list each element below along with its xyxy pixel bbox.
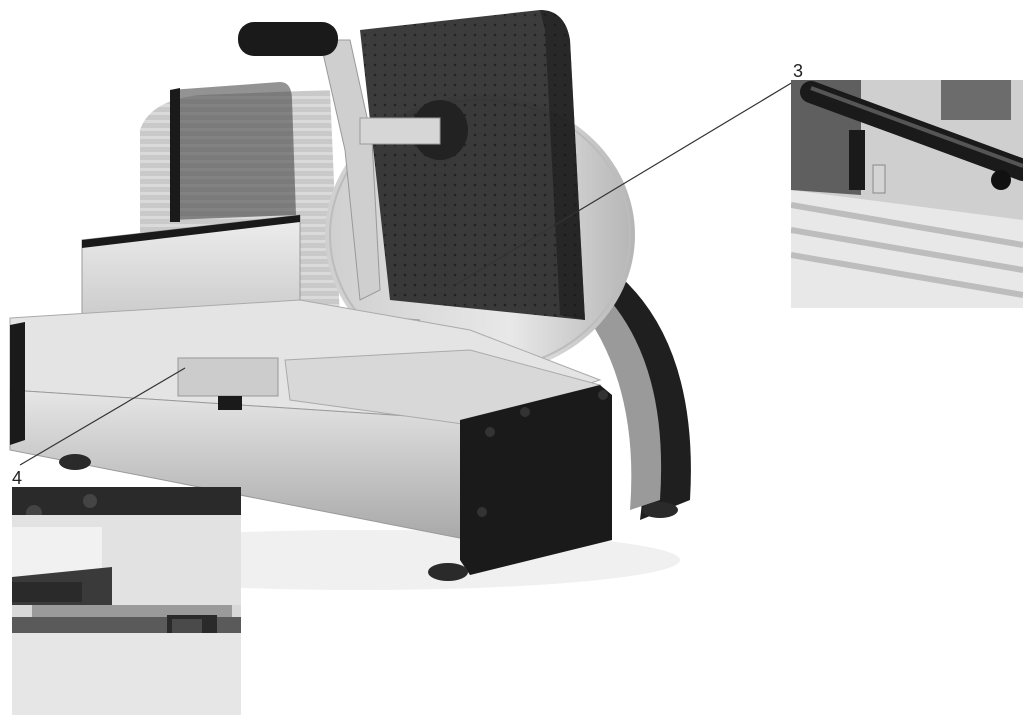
tray-back-rim (82, 215, 300, 248)
leader-line-3 (454, 81, 794, 286)
foot-1 (59, 454, 91, 470)
motor-housing-face (575, 280, 662, 510)
detail-inset-4 (12, 487, 241, 715)
carriage-lock (177, 357, 279, 397)
foot-2 (428, 563, 468, 581)
foot-3 (642, 502, 678, 518)
carriage-guard (360, 10, 585, 320)
pusher-handle (238, 22, 338, 56)
carriage-lock-tab (218, 396, 242, 410)
screw-4 (477, 507, 487, 517)
slicer-detail-photo-3 (791, 80, 1023, 308)
slicer-detail-photo-4 (12, 487, 241, 715)
left-guard-edge (170, 88, 180, 222)
carriage-guard-edge (540, 10, 585, 320)
base-left-cap (10, 322, 25, 445)
end-block (460, 385, 612, 575)
leader-line-4 (19, 367, 186, 466)
screw-1 (485, 427, 495, 437)
hub-shaft (359, 117, 441, 145)
pusher-arm (319, 39, 381, 301)
screw-2 (520, 407, 530, 417)
callout-label-3: 3 (793, 61, 804, 81)
left-guard (170, 82, 296, 220)
motor-housing (580, 260, 691, 520)
screw-3 (598, 390, 608, 400)
detail-inset-3 (791, 80, 1023, 308)
callout-label-4: 4 (12, 468, 23, 488)
